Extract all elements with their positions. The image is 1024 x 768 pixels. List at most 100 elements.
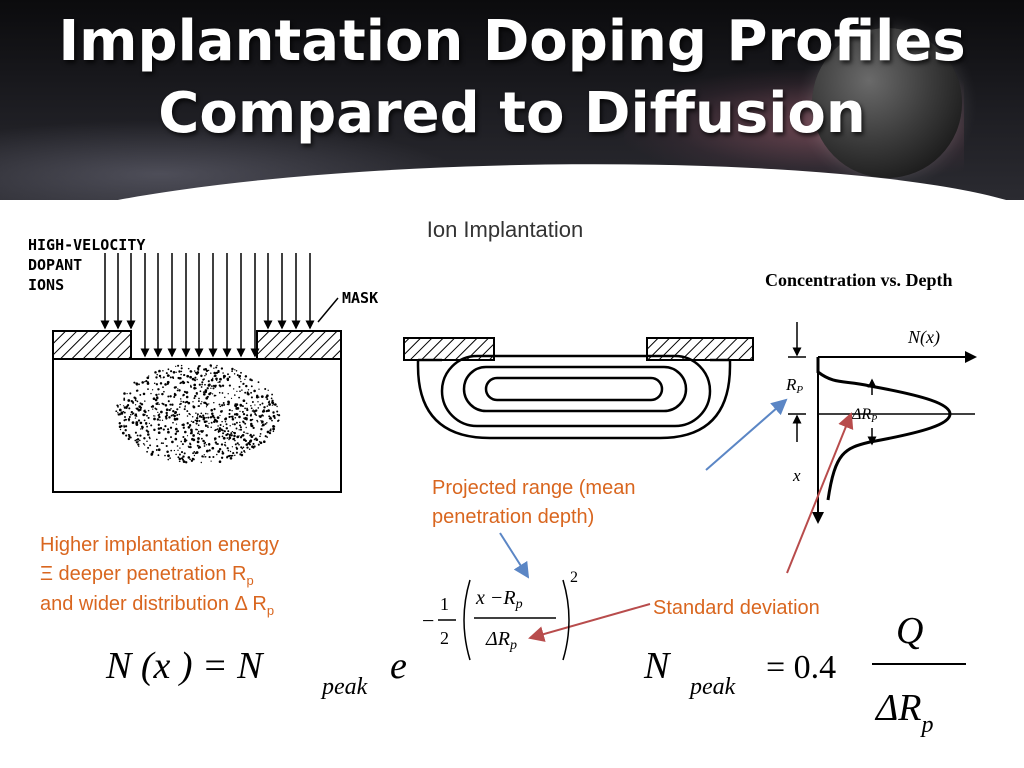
dopant-dot xyxy=(228,376,231,378)
dopant-dot xyxy=(241,410,244,413)
dopant-dot xyxy=(173,392,176,395)
projected-range-eq-arrow xyxy=(499,532,530,579)
dopant-dot xyxy=(216,379,218,382)
dopant-dot xyxy=(176,430,180,433)
dopant-dot xyxy=(165,408,169,412)
dopant-dot xyxy=(222,436,226,440)
dopant-dot xyxy=(212,387,215,390)
dopant-dot xyxy=(245,384,248,388)
peak-n: N xyxy=(643,645,672,687)
dopant-dot xyxy=(165,372,168,375)
dopant-dot xyxy=(143,444,146,446)
dopant-dot xyxy=(115,410,118,413)
dopant-dot xyxy=(212,455,215,459)
dopant-dot xyxy=(247,392,250,396)
dopant-dot xyxy=(164,454,166,457)
dopant-dot xyxy=(219,405,222,408)
dopant-dot xyxy=(193,451,196,453)
dopant-dot xyxy=(132,412,135,415)
dopant-dot xyxy=(142,392,146,396)
dopant-dot xyxy=(197,424,200,427)
dopant-dot xyxy=(153,417,156,421)
dopant-dot xyxy=(173,417,176,420)
dopant-dot xyxy=(248,448,251,450)
dopant-dot xyxy=(211,393,214,395)
dopant-dot xyxy=(134,439,137,442)
dopant-dot xyxy=(135,423,137,425)
dopant-dot xyxy=(210,378,214,382)
dopant-dot xyxy=(146,450,149,453)
dopant-dot xyxy=(218,403,221,406)
dopant-dot xyxy=(138,383,140,386)
dopant-dot xyxy=(195,412,197,414)
dopant-dot xyxy=(236,435,240,439)
dopant-dot xyxy=(266,436,268,438)
dopant-dot xyxy=(200,461,203,464)
dopant-dot xyxy=(186,422,189,425)
dopant-dot xyxy=(231,415,234,418)
dopant-dot xyxy=(180,400,182,402)
dopant-dot xyxy=(264,387,267,391)
dopant-dot xyxy=(219,414,221,417)
projected-range-arrow xyxy=(705,398,788,471)
dopant-dot xyxy=(272,414,276,418)
dopant-dot xyxy=(210,366,212,368)
dopant-dot xyxy=(185,461,188,464)
dopant-dot xyxy=(205,417,207,419)
dopant-dot xyxy=(178,406,181,408)
dopant-dot xyxy=(210,385,213,388)
dopant-dot xyxy=(158,393,160,395)
dopant-dot xyxy=(229,450,232,453)
dopant-dot xyxy=(263,406,266,409)
dopant-dot xyxy=(277,420,279,422)
ions-label-line-2: DOPANT xyxy=(28,256,82,274)
dopant-dot xyxy=(175,453,177,456)
dopant-dot xyxy=(229,425,231,427)
dopant-dot xyxy=(124,416,126,418)
dopant-dot xyxy=(187,425,191,429)
dopant-dot xyxy=(187,456,191,459)
dopant-dot xyxy=(207,416,210,419)
dopant-dot xyxy=(147,409,150,412)
dopant-dot xyxy=(193,378,196,381)
dopant-dot xyxy=(159,426,163,430)
dopant-dot xyxy=(146,414,148,417)
dopant-dot xyxy=(218,391,221,394)
dopant-dot xyxy=(139,428,142,430)
dopant-dot xyxy=(266,430,270,434)
dopant-dot xyxy=(171,403,174,406)
dopant-dot xyxy=(205,403,208,405)
dopant-dot xyxy=(182,400,185,403)
dopant-dot xyxy=(271,404,273,406)
dopant-dot xyxy=(181,423,184,426)
dopant-dot xyxy=(227,393,229,395)
dopant-dot xyxy=(167,454,170,458)
dopant-dot xyxy=(251,425,254,427)
dopant-dot xyxy=(213,418,217,422)
dopant-dot xyxy=(231,418,235,421)
dopant-dot xyxy=(144,381,146,383)
dopant-dot xyxy=(174,427,178,431)
dopant-dot xyxy=(195,451,199,454)
dopant-dot xyxy=(244,375,247,378)
dopant-dot xyxy=(141,381,144,384)
dopant-dot xyxy=(215,366,218,369)
dopant-dot xyxy=(246,414,249,417)
title-banner: Implantation Doping Profiles Compared to… xyxy=(0,0,1024,200)
dopant-dot xyxy=(236,390,238,393)
dopant-dot xyxy=(228,438,230,441)
dopant-dot xyxy=(186,415,189,417)
dopant-dot xyxy=(206,449,209,453)
dopant-dot xyxy=(127,399,131,402)
dopant-dot xyxy=(141,427,144,430)
dopant-dot xyxy=(243,431,245,434)
dopant-dot xyxy=(178,389,181,392)
dopant-dot xyxy=(210,387,212,390)
dopant-dot xyxy=(238,396,241,399)
dopant-dot xyxy=(224,396,226,399)
dopant-dot xyxy=(208,392,211,396)
dopant-dot xyxy=(226,456,229,459)
dopant-dot xyxy=(241,433,245,437)
dopant-dot xyxy=(221,420,223,423)
dopant-dot xyxy=(180,367,183,370)
